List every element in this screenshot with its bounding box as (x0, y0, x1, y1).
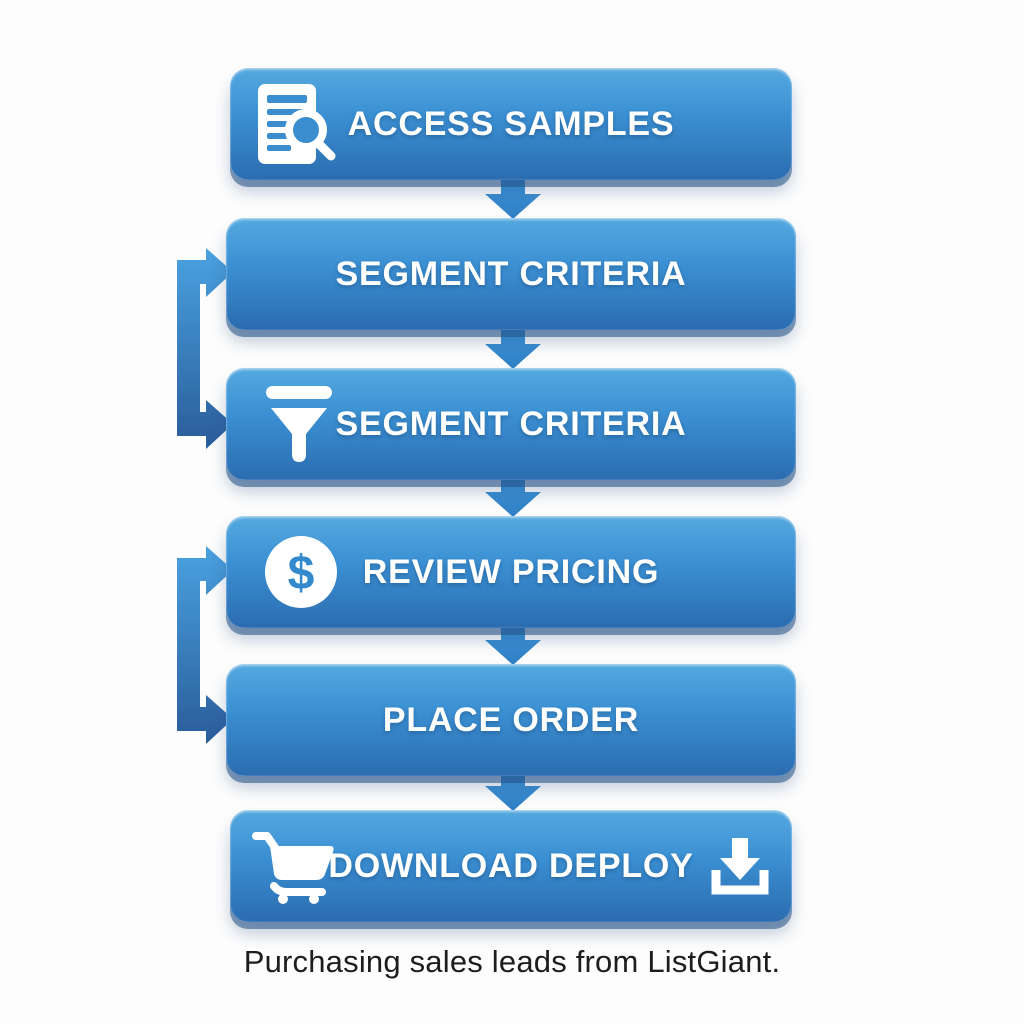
flow-step-label: PLACE ORDER (382, 700, 640, 739)
dollar-icon: $ (264, 535, 338, 609)
flow-step-download-deploy: DOWNLOAD DEPLOY (230, 810, 792, 922)
flow-step-access-samples: ACCESS SAMPLES (230, 68, 792, 180)
diagram-caption: Purchasing sales leads from ListGiant. (243, 944, 781, 979)
down-arrow-3 (485, 478, 541, 517)
funnel-icon (264, 384, 336, 464)
flow-step-label: DOWNLOAD DEPLOY (328, 846, 694, 885)
loop-arrow-2 (177, 546, 233, 744)
dollar-glyph: $ (288, 547, 315, 600)
down-arrow-1 (485, 178, 541, 219)
flow-step-place-order: PLACE ORDER (226, 664, 796, 776)
flow-step-segment-criteria-1: SEGMENT CRITERIA (226, 218, 796, 330)
down-arrow-2 (485, 328, 541, 369)
flow-step-label: SEGMENT CRITERIA (335, 254, 687, 293)
down-arrow-5 (485, 774, 541, 811)
flow-step-review-pricing: $ REVIEW PRICING (226, 516, 796, 628)
document-search-icon (250, 80, 338, 168)
download-icon (710, 836, 770, 896)
cart-icon (250, 828, 336, 904)
flow-step-label: ACCESS SAMPLES (347, 104, 675, 143)
flow-step-label: REVIEW PRICING (362, 552, 660, 591)
down-arrow-4 (485, 626, 541, 665)
flow-step-label: SEGMENT CRITERIA (335, 404, 687, 443)
flow-step-segment-criteria-2: SEGMENT CRITERIA (226, 368, 796, 480)
loop-arrow-1 (177, 248, 233, 449)
